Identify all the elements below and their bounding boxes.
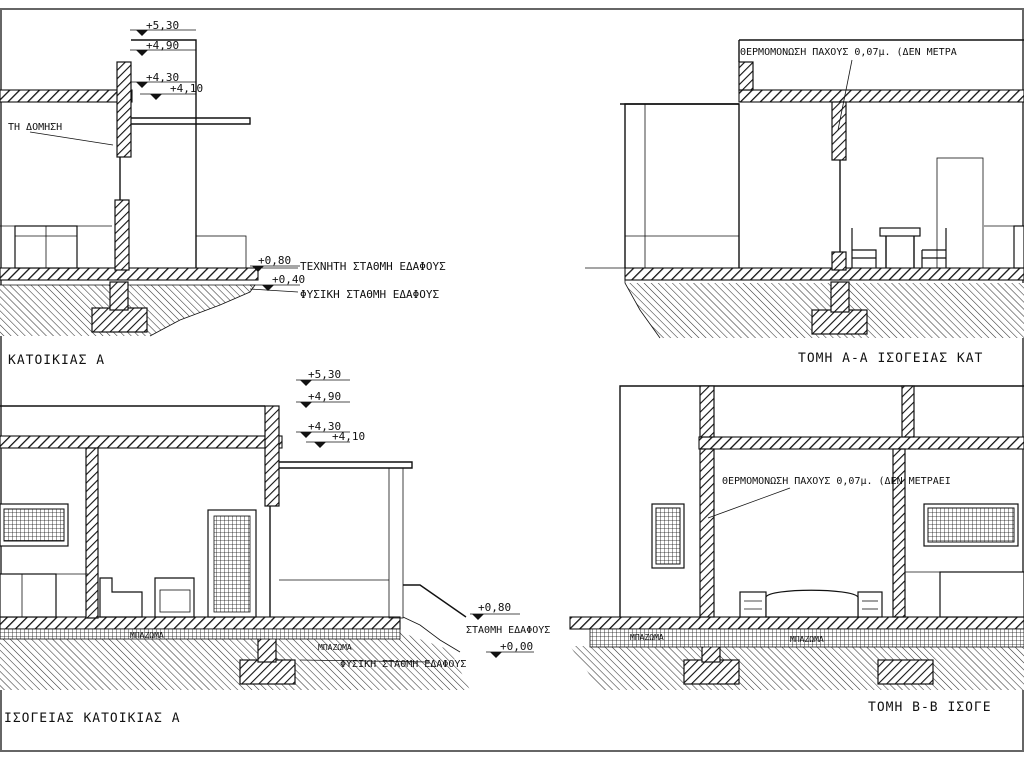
- svg-text:+4,30: +4,30: [308, 420, 341, 433]
- svg-text:+0,80: +0,80: [478, 601, 511, 614]
- svg-text:+5,30: +5,30: [146, 19, 179, 32]
- svg-text:+4,30: +4,30: [146, 71, 179, 84]
- note-natural-ground: ΦΥΣΙΚΗ ΣΤΑΘΜΗ ΕΔΑΦΟΥΣ: [300, 288, 439, 301]
- note-insulation-top-right: ΘΕΡΜΟΜΟΝΩΣΗ ΠΑΧΟΥΣ 0,07μ. (ΔΕΝ ΜΕΤΡΑ: [740, 47, 957, 58]
- svg-text:+4,10: +4,10: [332, 430, 365, 443]
- title-top-left: ΚΑΤΟΙΚΙΑΣ Α: [8, 353, 105, 368]
- section-bottom-right: ΜΠΑΖΩΜΑ ΜΠΑΖΩΜΑ ΘΕΡΜΟΜΟΝΩΣΗ ΠΑΧΟΥΣ 0,07μ…: [569, 385, 1024, 715]
- section-top-right: ΘΕΡΜΟΜΟΝΩΣΗ ΠΑΧΟΥΣ 0,07μ. (ΔΕΝ ΜΕΤΡΑ ΤΟΜ…: [585, 39, 1024, 366]
- title-bottom-left: ΙΣΟΓΕΙΑΣ ΚΑΤΟΙΚΙΑΣ Α: [4, 711, 181, 726]
- level-markers-top-left: +5,30 +4,90 +4,30 +4,10 +0,80 +0,40: [130, 19, 305, 291]
- section-top-left: ΤΗ ΔΟΜΗΣΗ +5,30 +4,90 +4,30 +4,10 +0,80 …: [0, 19, 446, 368]
- note-natural-ground-b: ΦΥΣΙΚΗ ΣΤΑΘΜΗ ΕΔΑΦΟΥΣ: [340, 659, 466, 670]
- level-markers-bottom-left: +5,30 +4,90 +4,30 +4,10 +0,80 +0,00: [296, 368, 534, 658]
- svg-text:+4,90: +4,90: [308, 390, 341, 403]
- svg-text:+0,40: +0,40: [272, 273, 305, 286]
- fill-label-4: ΜΠΑΖΩΜΑ: [790, 635, 824, 644]
- note-artificial-ground: ΤΕΧΝΗΤΗ ΣΤΑΘΜΗ ΕΔΑΦΟΥΣ: [300, 260, 446, 273]
- svg-text:+5,30: +5,30: [308, 368, 341, 381]
- section-bottom-left: ΜΠΑΖΩΜΑ ΜΠΑΖΩΜΑ +5,30 +4,90 +4,30 +4,10 …: [0, 368, 550, 726]
- note-insulation-bottom-right: ΘΕΡΜΟΜΟΝΩΣΗ ΠΑΧΟΥΣ 0,07μ. (ΔΕΝ ΜΕΤΡΑΕΙ: [722, 476, 951, 487]
- fill-label-1: ΜΠΑΖΩΜΑ: [130, 631, 164, 640]
- svg-text:+4,90: +4,90: [146, 39, 179, 52]
- note-artificial-ground-b: ΣΤΑΘΜΗ ΕΔΑΦΟΥΣ: [466, 625, 550, 636]
- fill-label-3: ΜΠΑΖΩΜΑ: [630, 633, 664, 642]
- svg-text:+4,10: +4,10: [170, 82, 203, 95]
- title-bottom-right: ΤΟΜΗ Β-Β ΙΣΟΓΕ: [868, 700, 992, 715]
- fill-label-2: ΜΠΑΖΩΜΑ: [318, 643, 352, 652]
- svg-text:+0,80: +0,80: [258, 254, 291, 267]
- note-top-left-wall: ΤΗ ΔΟΜΗΣΗ: [8, 122, 62, 133]
- title-top-right: ΤΟΜΗ Α-Α ΙΣΟΓΕΙΑΣ ΚΑΤ: [798, 351, 983, 366]
- sheet-border: [0, 8, 1024, 752]
- svg-text:+0,00: +0,00: [500, 640, 533, 653]
